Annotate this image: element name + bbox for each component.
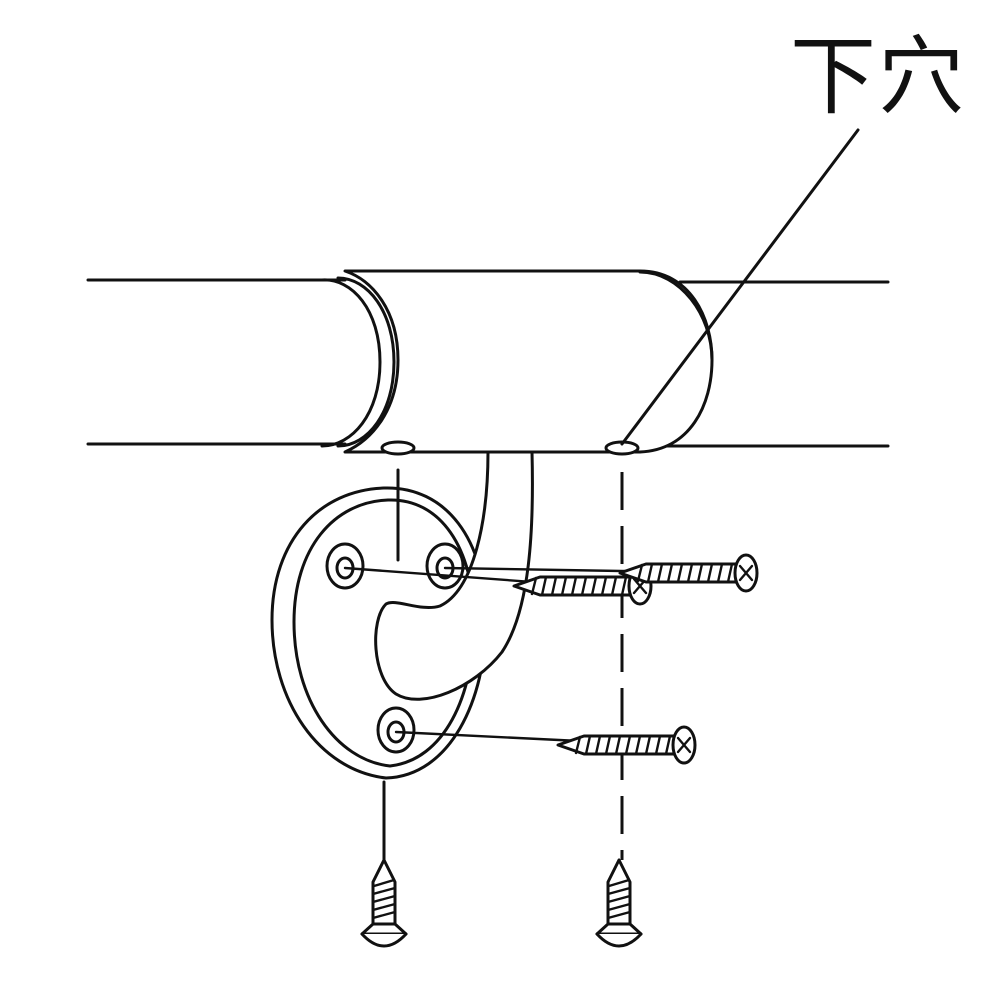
pilot-holes (380, 440, 640, 456)
bracket-sleeve (320, 269, 714, 454)
screw-vertical (595, 858, 643, 948)
screw-horizontal (556, 725, 697, 765)
callout-label-pilot-hole: 下穴 (790, 27, 966, 127)
handrail-pipe (86, 278, 890, 448)
bracket-arm (374, 450, 534, 701)
callout-leader-line (620, 128, 860, 446)
screw-vertical (360, 858, 408, 948)
